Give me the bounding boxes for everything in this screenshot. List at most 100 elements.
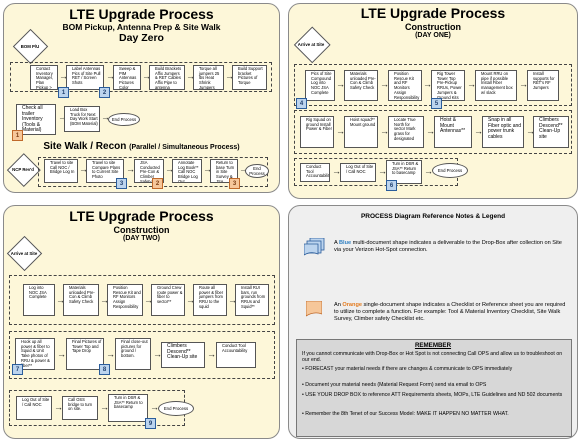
step-box: Install RUI bars, run grounds from RRUs … [235,284,269,316]
panel-subtitle: Construction [113,225,170,235]
end-oval: End Process [158,401,194,416]
end-oval: End Process [108,113,140,126]
walk-start-diamond: NCP Rev'd [7,153,41,187]
step-box: Rig Tower Tower Top Pre-Pickup RRUs, Pow… [431,70,465,101]
orange-doc-icon [305,300,323,317]
remember-box [296,339,572,437]
step-box: Build Support bracket Pictures of Torque [232,65,267,90]
arrow-icon: → [380,79,389,89]
checklist-badge: 3 [229,178,240,189]
step-box: Call OSS bridge to turn on site. [62,396,98,420]
arrow-icon: → [228,295,237,305]
step-box: Conduct Tool Accountability [300,163,330,182]
arrow-icon: → [79,164,88,174]
walk-step-box: Travel to site Call NOC / Bridge Log In [44,159,78,183]
step-box: Position Rescue Kit and RF Monitors Assi… [107,284,143,316]
arrow-icon: → [380,126,389,136]
note-orange: An Orange single-document shape indicate… [334,302,566,322]
arrow-icon: → [153,349,162,359]
panel-title: LTE Upgrade Process [69,6,214,22]
arrow-icon: → [144,295,153,305]
arrow-icon: → [378,166,387,176]
remember-line: • Document your material needs (Material… [302,382,487,388]
checklist-badge: 1 [12,130,23,141]
arrow-icon: → [165,164,174,174]
note-blue: A Blue multi-document shape indicates a … [334,240,562,253]
step-box: Route all power & fiber jumpers from RRU… [193,284,227,316]
arrow-icon: → [207,349,216,359]
arrow-icon: → [474,126,483,136]
arrow-icon: → [186,71,195,81]
step-box: Final close-out pictures for ground / bo… [115,338,151,370]
step-box: Conduct Tool Accountability [216,342,256,368]
deliverable-badge: 1 [58,87,69,98]
arrow-icon: → [100,295,109,305]
arrow-icon: → [519,79,528,89]
deliverable-badge: 3 [116,178,127,189]
arrow-icon: → [56,295,65,305]
remember-line: • USE YOUR DROP BOX to reference ATT Req… [302,392,563,398]
panel-subtitle: Construction [405,22,461,32]
step-box: Log into NOC JSA Complete [23,284,55,316]
remember-line: • Remember the 8th Tenet of our Success … [302,411,509,417]
arrow-icon: → [101,112,110,122]
panel-title: LTE Upgrade Process [360,5,506,21]
deliverable-badge: 6 [386,180,397,191]
arrow-icon: → [59,71,68,81]
arrow-icon: → [57,349,66,359]
step-box: Materials unloaded Pre-Con & Climb Safet… [344,70,378,101]
step-box: Label Antennas Pics of Site Pull RET / S… [66,65,104,90]
panel-title: LTE Upgrade Process [69,208,214,224]
remember-title: REMEMBER [414,342,452,349]
step-box: Sweep & PIM Antennas Pictures Color Code… [113,65,141,90]
deliverable-badge: 4 [296,98,307,109]
step-box: Ground Crew route power & fiber to secto… [151,284,185,316]
arrow-icon: → [426,126,435,136]
panel-day: (DAY TWO) [123,235,160,242]
row2-frame [9,331,275,379]
arrow-icon: → [526,126,535,136]
arrow-icon: → [54,402,63,412]
step-box: Climbers Descend** Clean-Up site [533,116,569,148]
step-box: Hoist squad** Mount ground [344,116,378,148]
arrow-icon: → [58,112,67,122]
arrow-icon: → [126,164,135,174]
panel-day: (DAY ONE) [415,32,451,39]
remember-line: • FORECAST your material needs if there … [302,366,513,372]
deliverable-badge: 7 [12,364,23,375]
walk-title: Site Walk / Recon (Parallel / Simultaneo… [43,141,240,152]
arrow-icon: → [106,349,115,359]
arrow-icon: → [332,166,341,176]
step-box: Pics of Site Compound Log into NOC JSA C… [305,70,335,101]
step-box: Log Out of Site / Call NOC [340,163,376,182]
deliverable-badge: 5 [431,98,442,109]
arrow-icon: → [142,71,151,81]
row2-frame [294,110,572,154]
step-box: Final Pictures of Tower Top and Tape Dro… [66,338,104,370]
step-box: Locate True North for sector Mark grass … [388,116,424,148]
arrow-icon: → [336,126,345,136]
step-box: Contact Inventory Manager, Plan Pickup >… [30,65,58,90]
arrow-icon: → [336,79,345,89]
panel-day: Day Zero [119,32,164,44]
start-diamond: Arrive at Site [293,26,331,64]
walk-step-box: Annotate Log Book** Call NOC Bridge Log … [172,159,202,183]
load-truck-box: Load Box Truck for Next Day Work Start (… [64,106,100,132]
step-box: Turn in DSR & JSA** Return to basecamp [108,394,148,422]
step-box: Log Out of Site / Call NOC [16,396,52,420]
end-oval: End Process [432,163,468,178]
row1-frame [9,275,275,325]
step-box: Torque all jumpers 25 lbs Heat Shrink Ju… [193,65,224,90]
step-box: Build Brackets Affix Jumpers & RET Cable… [149,65,185,90]
step-box: Snap in all Fiber optic and power trunk … [482,116,524,148]
remember-line: If you cannot communicate with Drop-Box … [302,351,563,364]
checklist-badge: 2 [152,178,163,189]
step-box: Climbers Descend** Clean-Up site [161,342,205,368]
arrow-icon: → [100,402,109,412]
legend-title: PROCESS Diagram Reference Notes & Legend [360,213,506,220]
process-frame [10,62,272,92]
panel-subtitle: BOM Pickup, Antenna Prep & Site Walk [62,22,221,32]
step-box: Rig Squad on ground Install Power & Fibe… [300,116,334,148]
walk-end-oval: End Process [245,164,269,178]
start-diamond: Arrive at Site [7,236,43,272]
